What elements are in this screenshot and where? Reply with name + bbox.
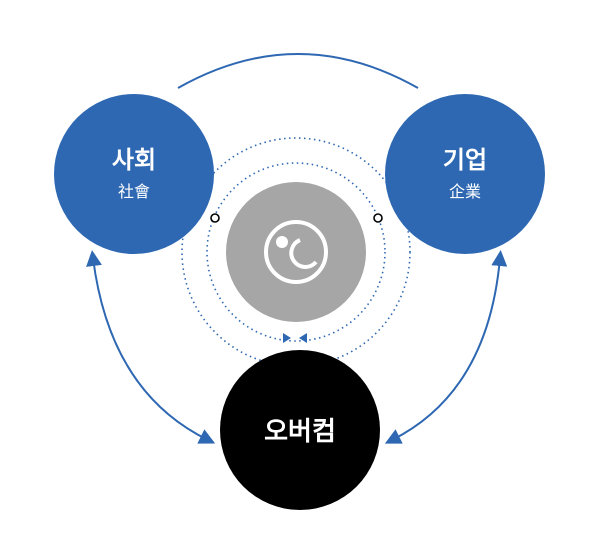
overcom-title: 오버컴 [264, 417, 336, 447]
outer-dotted-ring [181, 137, 411, 367]
company-subtitle: 企業 [449, 182, 481, 201]
society-title: 사회 [112, 146, 156, 174]
top-connector-arc [177, 53, 419, 89]
society-subtitle: 社會 [118, 182, 150, 201]
inner-dotted-ring [206, 162, 386, 342]
orbit-triangle-right [299, 333, 307, 343]
overcom-node: 오버컴 [220, 350, 380, 510]
company-title: 기업 [443, 146, 487, 174]
society-node: 사회 社會 [54, 94, 214, 254]
overcom-logo-icon [264, 220, 328, 284]
orbit-triangle-left [283, 333, 291, 343]
center-circle [226, 182, 366, 322]
orbit-node-left [210, 213, 220, 223]
right-double-arrow [384, 250, 508, 444]
orbit-node-right [373, 213, 383, 223]
left-double-arrow [86, 250, 216, 444]
company-node: 기업 企業 [385, 94, 545, 254]
